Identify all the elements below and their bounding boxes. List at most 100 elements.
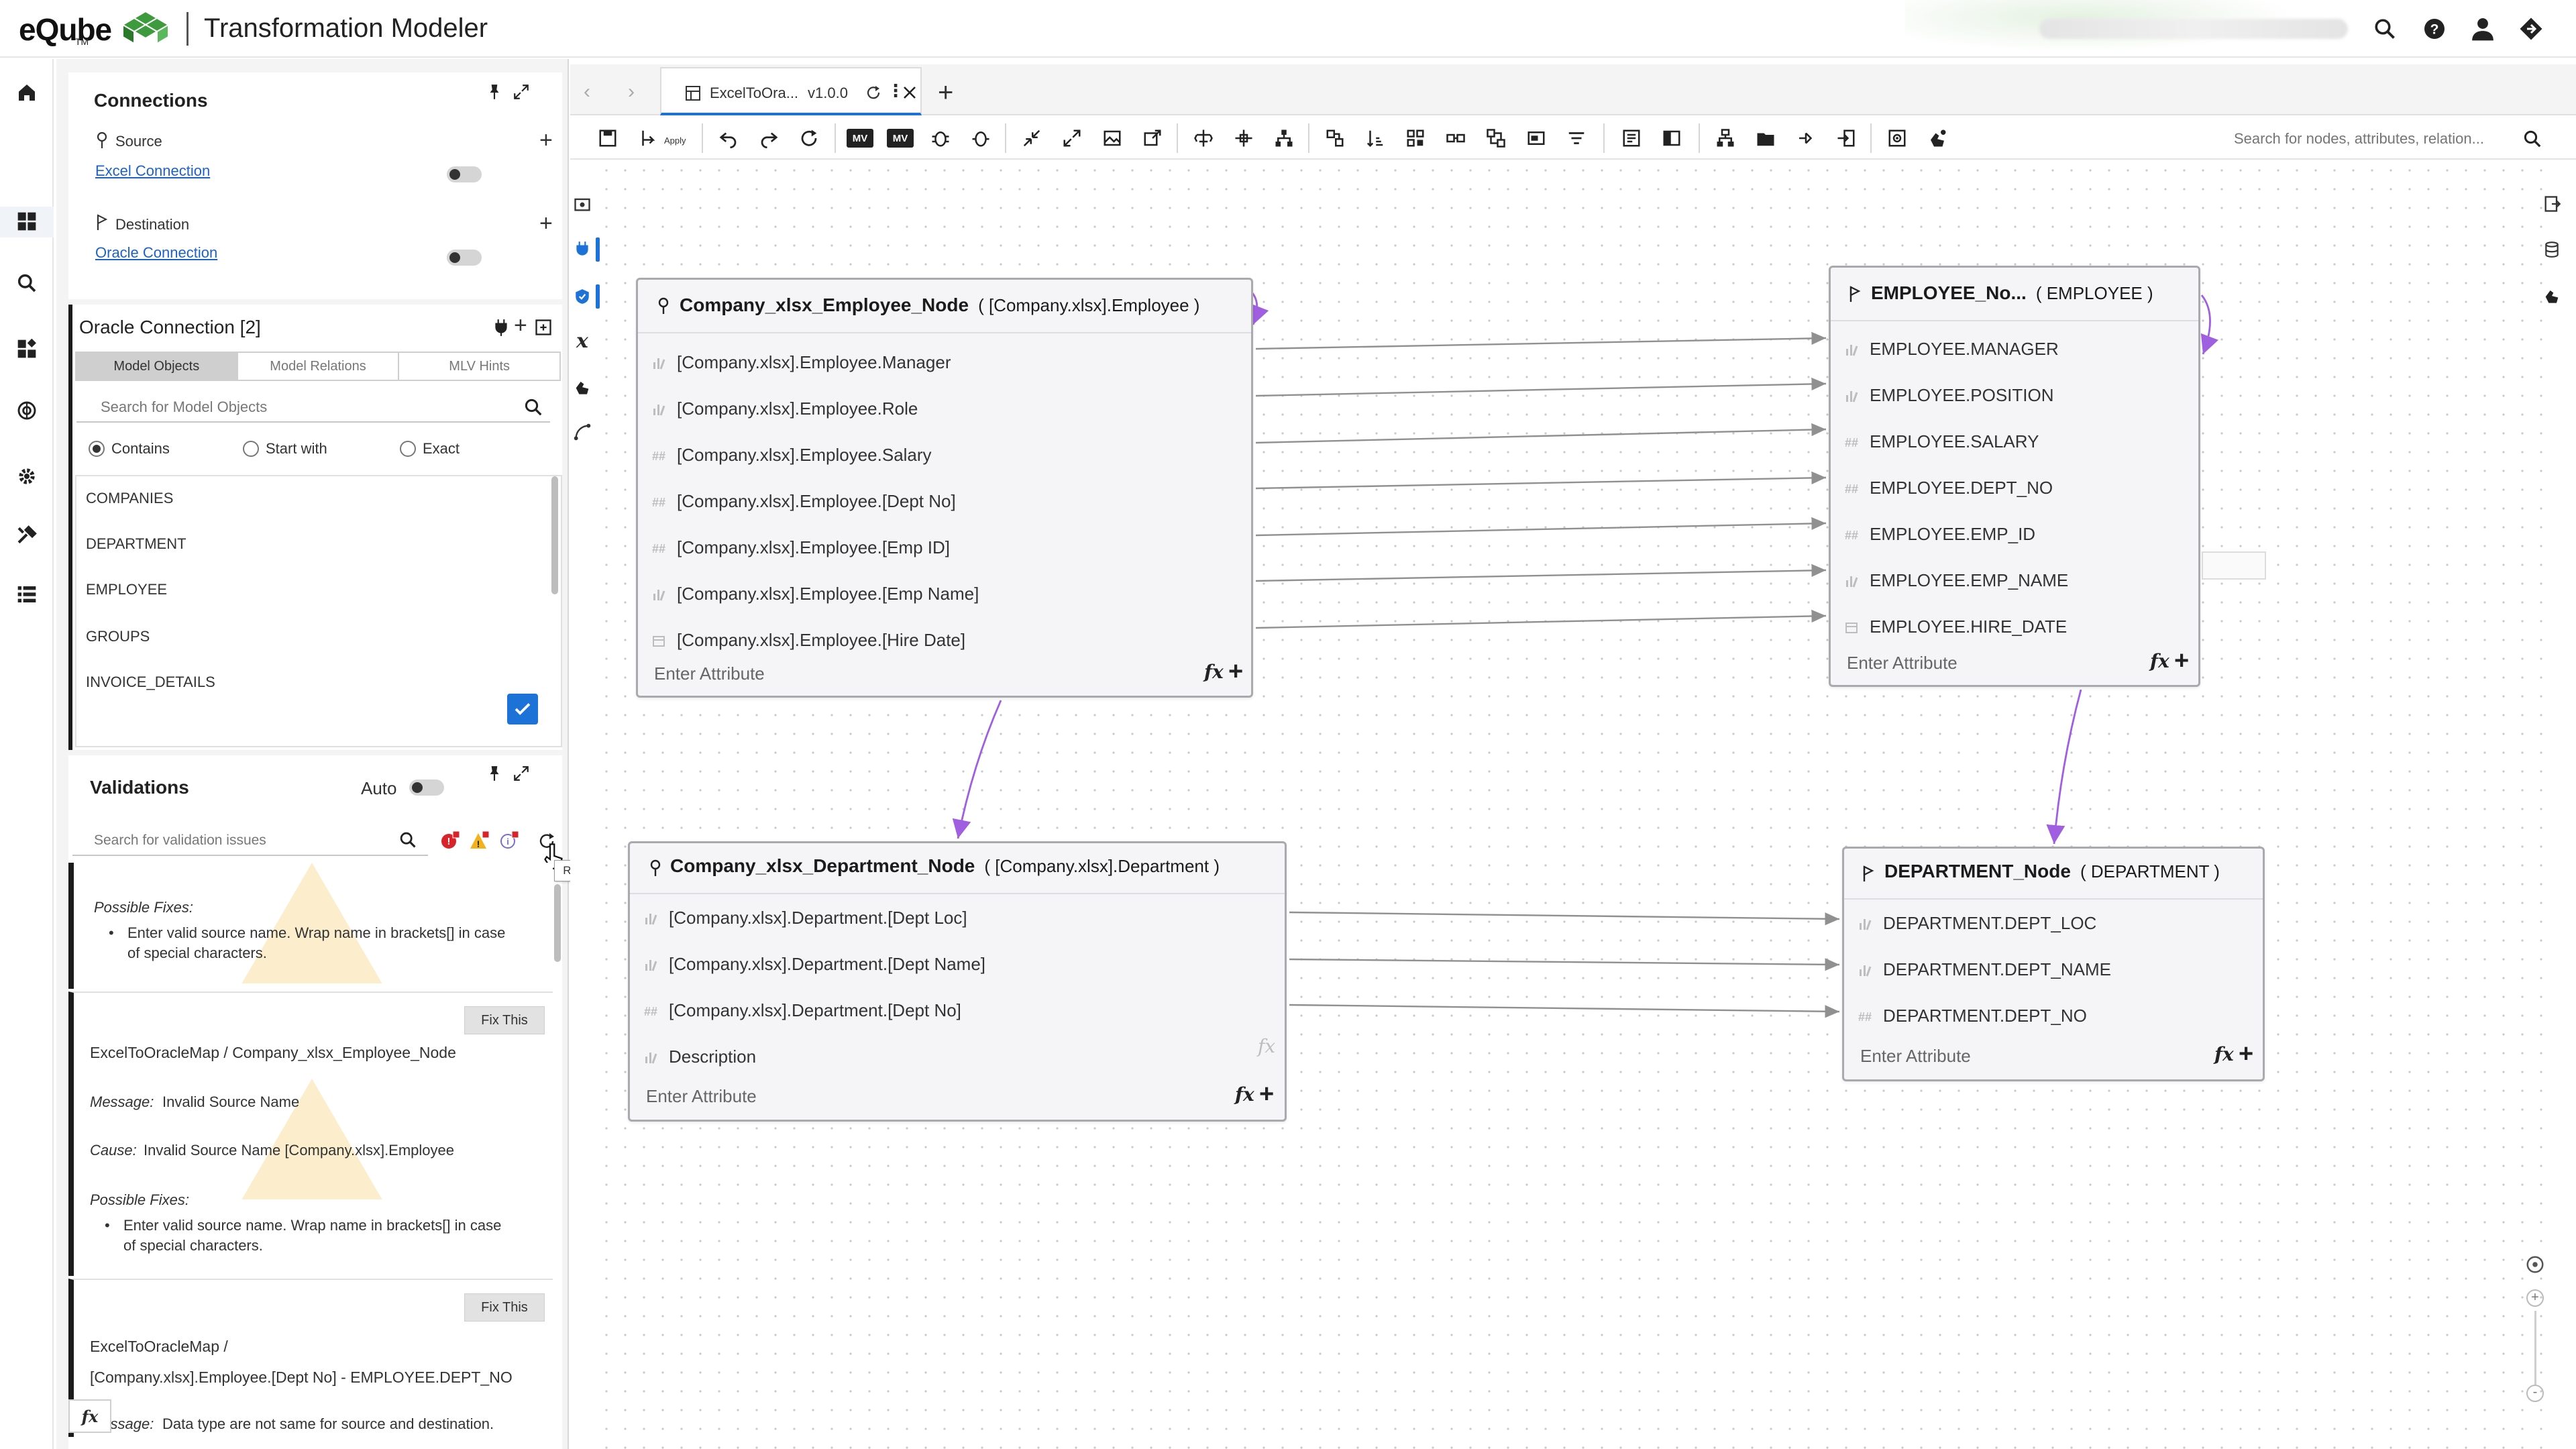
description-fx-icon[interactable]: fx [1258, 1035, 1276, 1057]
variable-x-icon[interactable]: x [576, 329, 588, 353]
tab-menu-icon[interactable]: ⋮ [887, 80, 904, 101]
fx-button[interactable]: fx [2150, 650, 2169, 672]
pin-icon[interactable] [486, 82, 503, 102]
attribute-row[interactable]: EMPLOYEE.MANAGER [1844, 339, 2059, 360]
nav-forward-icon[interactable]: › [628, 80, 635, 103]
user-account-icon[interactable] [2467, 13, 2498, 44]
home-icon[interactable] [11, 76, 43, 109]
list-item[interactable]: COMPANIES [86, 490, 174, 506]
attribute-row[interactable]: ##[Company.xlsx].Department.[Dept No] [643, 1000, 961, 1021]
attribute-row[interactable]: ##DEPARTMENT.DEPT_NO [1858, 1006, 2087, 1026]
fix-this-button[interactable]: Fix This [464, 1006, 545, 1034]
oracle-connection-link[interactable]: Oracle Connection [95, 244, 218, 261]
zoom-in-button[interactable]: + [2526, 1289, 2544, 1307]
redo-icon[interactable] [755, 125, 782, 152]
attribute-row[interactable]: Description [643, 1046, 756, 1067]
export-icon[interactable] [2540, 192, 2564, 216]
panel-toggle-icon[interactable] [1658, 125, 1685, 152]
bug-icon[interactable] [927, 125, 954, 152]
explore-search-icon[interactable] [11, 267, 43, 299]
shield-icon[interactable] [570, 284, 594, 309]
tab-model-objects[interactable]: Model Objects [76, 353, 238, 380]
validations-pin-icon[interactable] [486, 763, 503, 784]
add-source-button[interactable]: + [539, 127, 553, 153]
expand-all-icon[interactable] [1059, 125, 1085, 152]
network-icon[interactable] [1483, 125, 1509, 152]
attribute-row[interactable]: EMPLOYEE.HIRE_DATE [1844, 616, 2067, 637]
validations-expand-icon[interactable] [513, 763, 530, 784]
layout-grid-icon[interactable] [1322, 125, 1348, 152]
fit-view-icon[interactable] [534, 318, 553, 337]
connector-plug-icon[interactable] [570, 237, 594, 262]
fx-button[interactable]: fx [1204, 661, 1224, 683]
destination-toggle[interactable] [447, 250, 482, 266]
settings-gear-icon[interactable] [11, 460, 43, 492]
attribute-row[interactable]: ##[Company.xlsx].Employee.[Emp ID] [651, 537, 950, 558]
dashboard-icon[interactable] [11, 205, 43, 237]
enter-attribute-input[interactable]: Enter Attribute [1847, 653, 1957, 673]
validation-scrollbar[interactable] [554, 884, 561, 962]
gear-plug-icon[interactable] [2540, 283, 2564, 307]
tab-mlv-hints[interactable]: MLV Hints [399, 353, 560, 380]
target-view-icon[interactable] [1884, 125, 1911, 152]
sync-icon[interactable] [865, 85, 881, 101]
attribute-row[interactable]: ##EMPLOYEE.DEPT_NO [1844, 478, 2053, 498]
help-icon[interactable]: ? [2419, 13, 2450, 44]
sort-icon[interactable] [1362, 125, 1389, 152]
canvas-search-icon[interactable] [2522, 129, 2542, 149]
node-employee[interactable]: EMPLOYEE_No...( EMPLOYEE ) EMPLOYEE.MANA… [1829, 266, 2200, 687]
mv-button-1[interactable]: MV [847, 129, 873, 148]
attribute-row[interactable]: ##[Company.xlsx].Employee.[Dept No] [651, 491, 956, 512]
source-toggle[interactable] [447, 166, 482, 182]
refresh-map-icon[interactable] [796, 125, 822, 152]
sign-in-icon[interactable] [1833, 125, 1860, 152]
hand-plug-icon[interactable] [570, 374, 594, 398]
attribute-row[interactable]: [Company.xlsx].Employee.[Emp Name] [651, 584, 979, 604]
canvas-search-input[interactable] [2234, 125, 2556, 153]
info-filter-icon[interactable]: i [499, 830, 519, 851]
document-tab[interactable]: ExcelToOra... v1.0.0 ⋮ [660, 67, 922, 115]
enter-attribute-input[interactable]: Enter Attribute [1860, 1046, 1971, 1066]
ai-assist-icon[interactable] [1924, 125, 1951, 152]
auto-validate-toggle[interactable] [409, 780, 444, 796]
add-model-object-button[interactable]: + [514, 313, 527, 338]
list-scrollbar[interactable] [551, 476, 558, 594]
excel-connection-link[interactable]: Excel Connection [95, 162, 211, 179]
error-filter-icon[interactable]: ! [440, 830, 460, 851]
fix-this-button[interactable]: Fix This [464, 1293, 545, 1322]
attribute-row[interactable]: DEPARTMENT.DEPT_LOC [1858, 913, 2096, 934]
brand-logo[interactable]: eQube [19, 9, 176, 50]
attribute-row[interactable]: DEPARTMENT.DEPT_NAME [1858, 959, 2111, 980]
validation-search-input[interactable] [72, 826, 428, 855]
list-item[interactable]: INVOICE_DETAILS [86, 674, 215, 690]
enter-attribute-input[interactable]: Enter Attribute [646, 1086, 757, 1106]
zoom-track[interactable] [2534, 1311, 2536, 1385]
connection-plug-icon[interactable] [494, 318, 508, 337]
node-company-department[interactable]: Company_xlsx_Department_Node( [Company.x… [628, 841, 1287, 1122]
model-search-icon[interactable] [523, 397, 543, 417]
folder-icon[interactable] [1752, 125, 1779, 152]
tools-icon[interactable] [11, 519, 43, 551]
attribute-row[interactable]: ##EMPLOYEE.SALARY [1844, 431, 2039, 452]
fx-button[interactable]: fx [1235, 1083, 1254, 1106]
card-view-icon[interactable] [1523, 125, 1550, 152]
tab-model-relations[interactable]: Model Relations [237, 353, 400, 380]
attribute-row[interactable]: [Company.xlsx].Department.[Dept Loc] [643, 908, 967, 928]
reset-zoom-icon[interactable] [2525, 1254, 2545, 1275]
add-attribute-button[interactable]: + [1259, 1080, 1275, 1108]
nav-back-icon[interactable]: ‹ [584, 80, 590, 103]
add-attribute-button[interactable]: + [1228, 657, 1244, 686]
attribute-row[interactable]: EMPLOYEE.POSITION [1844, 385, 2054, 406]
attribute-row[interactable]: ##EMPLOYEE.EMP_ID [1844, 524, 2035, 545]
save-icon[interactable] [594, 125, 621, 152]
attribute-row[interactable]: [Company.xlsx].Department.[Dept Name] [643, 954, 985, 975]
undo-icon[interactable] [715, 125, 742, 152]
list-item[interactable]: GROUPS [86, 628, 150, 645]
apply-label[interactable]: Apply [664, 136, 686, 146]
validation-search-icon[interactable] [398, 830, 417, 849]
group-nodes-icon[interactable] [1402, 125, 1429, 152]
node-department[interactable]: DEPARTMENT_Node( DEPARTMENT ) DEPARTMENT… [1842, 847, 2265, 1081]
radio-start-with[interactable]: Start with [243, 440, 327, 458]
widgets-icon[interactable] [11, 333, 43, 365]
list-menu-icon[interactable] [11, 578, 43, 610]
